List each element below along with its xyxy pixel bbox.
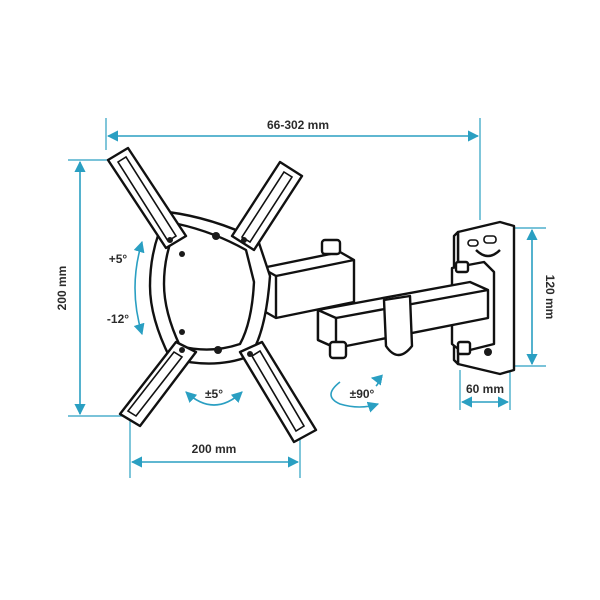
cable-clip (382, 294, 414, 357)
plate-hole-left (179, 251, 185, 257)
width-range-label: 66-302 mm (267, 118, 329, 132)
swivel-arrow: ±90° (330, 374, 383, 413)
vesa-bracket-top-left (106, 146, 188, 250)
rotate-arrow: ±5° (185, 387, 243, 406)
wall-plate-slot-top-right (483, 235, 497, 244)
vesa-height-label: 200 mm (55, 266, 69, 311)
vesa-bracket-bottom-right (238, 340, 318, 444)
dimension-plate-width: 60 mm (459, 370, 511, 410)
tilt-down-label: -12° (107, 312, 129, 326)
wall-plate-slot-top-left (467, 239, 479, 247)
dimension-width-range: 66-302 mm (105, 118, 481, 220)
tilt-arrow: +5° -12° (107, 240, 145, 336)
vesa-width-label: 200 mm (192, 442, 237, 456)
tilt-up-label: +5° (109, 252, 128, 266)
plate-hole-bottom (214, 346, 222, 354)
wall-plate-hole (484, 348, 492, 356)
plate-height-label: 120 mm (543, 275, 557, 320)
plate-width-label: 60 mm (466, 382, 504, 396)
vesa-bracket-top-right (230, 160, 304, 252)
plate-hole-top (212, 232, 220, 240)
dimension-vesa-width: 200 mm (129, 420, 301, 478)
plate-hole-bottom-left (179, 329, 185, 335)
dimension-plate-height: 120 mm (512, 227, 557, 367)
swivel-label: ±90° (350, 387, 375, 401)
dimension-vesa-height: 200 mm (55, 159, 126, 417)
rotate-label: ±5° (205, 387, 223, 401)
vesa-bracket-bottom-left (118, 340, 198, 428)
